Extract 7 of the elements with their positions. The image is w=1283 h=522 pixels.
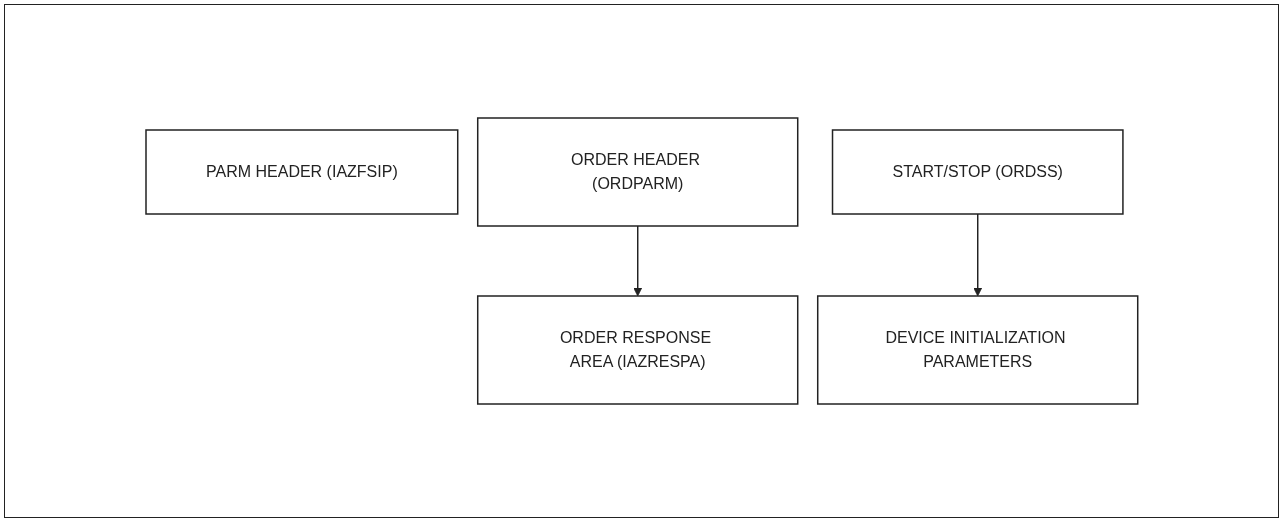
node-box: DEVICE INITIALIZATION PARAMETERS — [816, 295, 1139, 405]
node-box: START/STOP (ORDSS) — [831, 129, 1124, 215]
arrow — [632, 225, 642, 297]
node-box: ORDER RESPONSE AREA (IAZRESPA) — [476, 295, 799, 405]
node-box: ORDER HEADER (ORDPARM) — [476, 117, 799, 227]
node-box: PARM HEADER (IAZFSIP) — [144, 129, 459, 215]
arrow — [972, 213, 982, 297]
